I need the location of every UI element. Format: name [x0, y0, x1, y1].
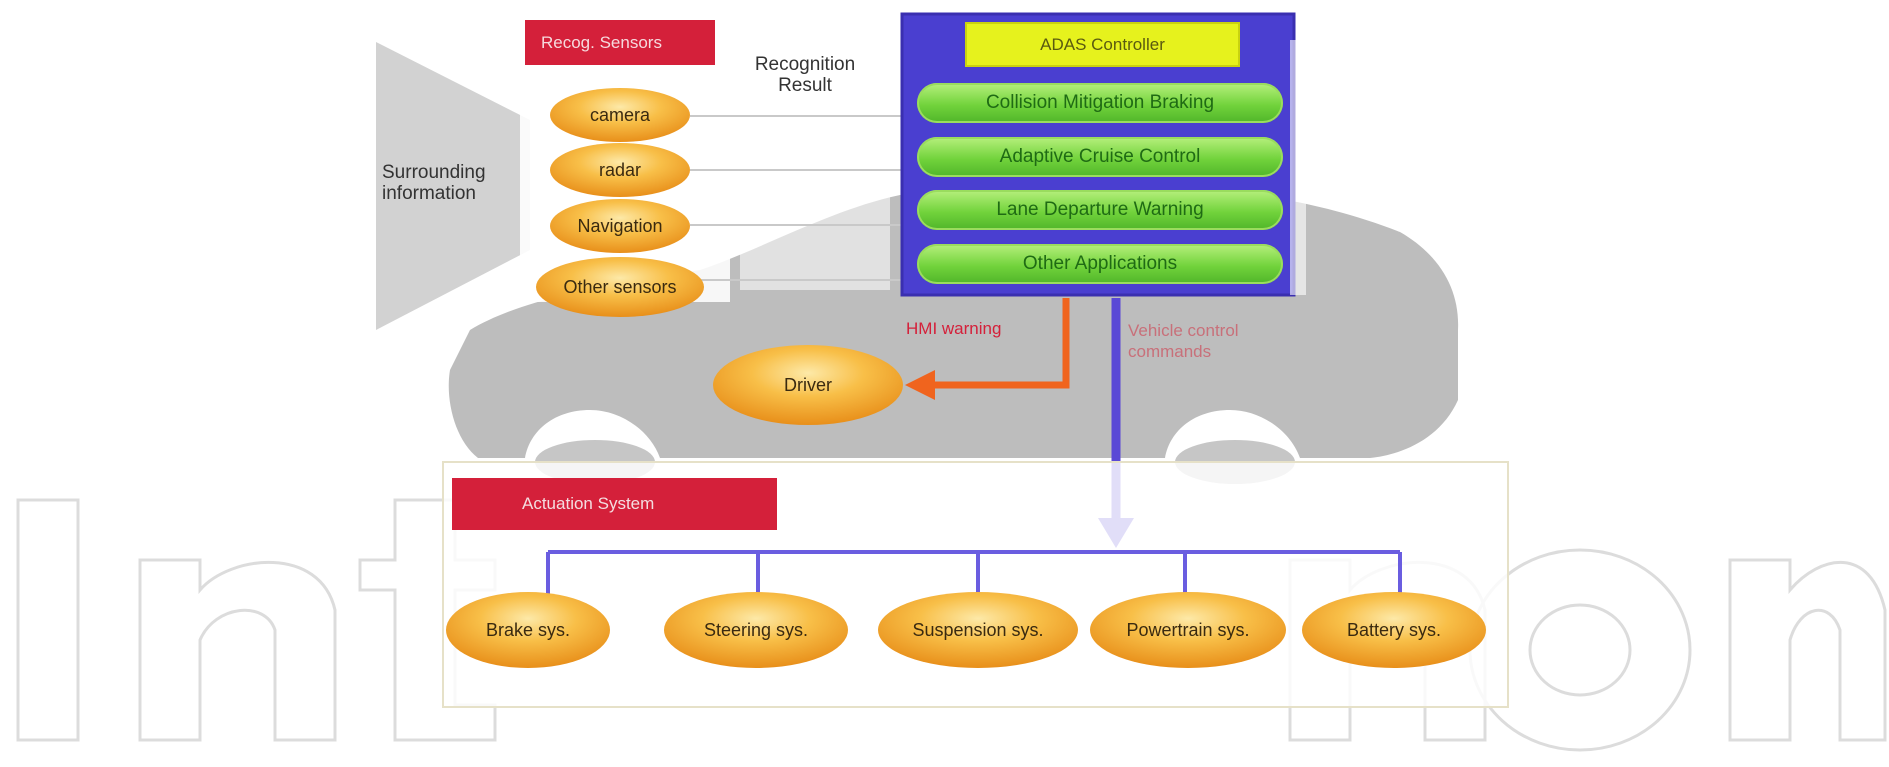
driver-oval: [713, 345, 903, 425]
sensor-oval: [550, 88, 690, 142]
sensor-label-radar: radar: [598, 159, 642, 180]
app-collision-mitigation-braking: Collision Mitigation Braking: [917, 83, 1283, 123]
app-other-applications: Other Applications: [917, 244, 1283, 284]
hmi-warning-label: HMI warning: [906, 319, 1002, 338]
hmi-arrow: [932, 298, 1070, 389]
surrounding-wedge: [376, 42, 530, 330]
vehicle-control-label: Vehicle control commands: [1128, 321, 1239, 361]
actuation-label-suspension: Suspension sys.: [912, 619, 1044, 640]
actuation-label-brake: Brake sys.: [485, 619, 571, 640]
sensor-label-other: Other sensors: [563, 276, 677, 297]
sensor-oval: [550, 143, 690, 197]
controller-title: ADAS Controller: [965, 22, 1240, 67]
actuation-label-battery: Battery sys.: [1346, 619, 1442, 640]
actuation-oval: [878, 592, 1078, 668]
recognition-result-label: Recognition Result: [754, 54, 856, 96]
actuation-oval: [1302, 592, 1486, 668]
sensing-header: Recog. Sensors: [525, 20, 715, 65]
sensor-ovals: [536, 88, 704, 317]
sensor-label-camera: camera: [589, 104, 651, 125]
sensor-oval: [536, 257, 704, 317]
surrounding-label: Surrounding information: [382, 162, 486, 204]
actuation-oval: [446, 592, 610, 668]
actuation-ovals: [446, 592, 1486, 668]
app-adaptive-cruise-control: Adaptive Cruise Control: [917, 137, 1283, 177]
sensor-label-navigation: Navigation: [577, 215, 663, 236]
actuation-oval: [1090, 592, 1286, 668]
sensor-oval: [550, 199, 690, 253]
driver-label: Driver: [784, 374, 832, 395]
actuation-label-powertrain: Powertrain sys.: [1126, 619, 1250, 640]
actuation-oval: [664, 592, 848, 668]
actuation-label-steering: Steering sys.: [703, 619, 809, 640]
actuation-bus: [546, 550, 1402, 598]
recognition-lines: [690, 115, 905, 281]
actuation-header: Actuation System: [452, 478, 777, 530]
app-lane-departure-warning: Lane Departure Warning: [917, 190, 1283, 230]
